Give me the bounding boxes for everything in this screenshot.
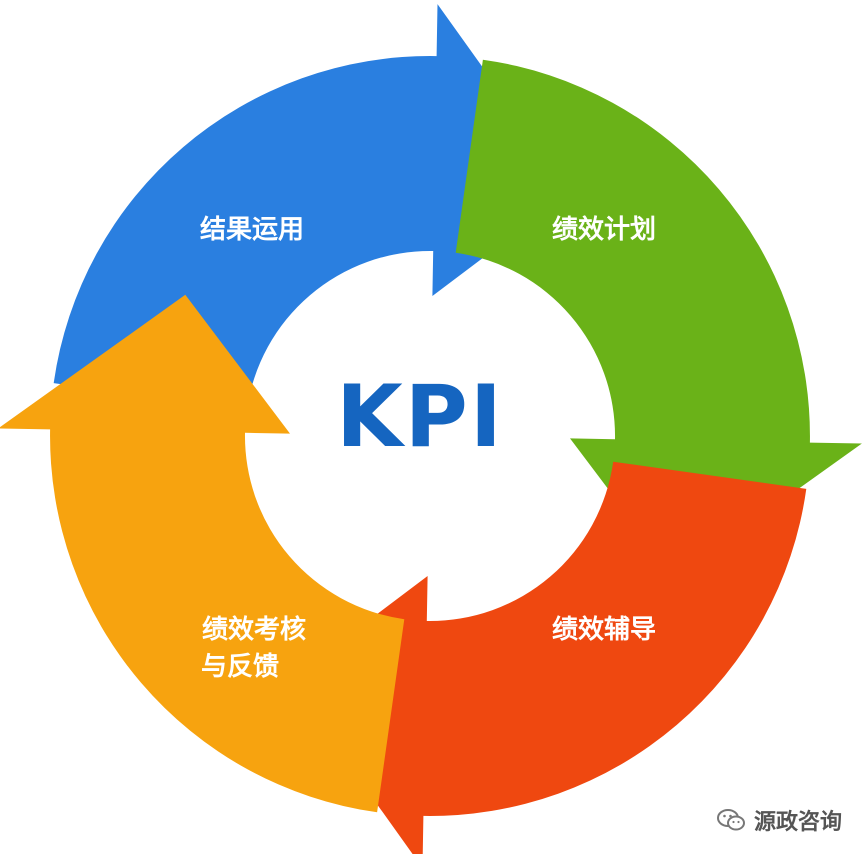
- center-title-kpi: KPI: [336, 367, 504, 467]
- cycle-arrows: [0, 4, 862, 854]
- label-performance-plan: 绩效计划: [552, 214, 656, 245]
- label-performance-feedback: 与反馈: [201, 652, 279, 682]
- watermark-text: 源政咨询: [753, 810, 842, 835]
- label-performance-coaching: 绩效辅导: [552, 614, 656, 645]
- arrow-performance-coaching: [288, 461, 807, 854]
- label-performance-review: 绩效考核: [202, 614, 306, 645]
- wechat-icon: [716, 809, 745, 831]
- label-result-application: 结果运用: [200, 215, 304, 245]
- watermark: 源政咨询: [716, 804, 842, 836]
- arrow-performance-plan: [455, 59, 862, 578]
- arrow-performance-review: [0, 294, 405, 813]
